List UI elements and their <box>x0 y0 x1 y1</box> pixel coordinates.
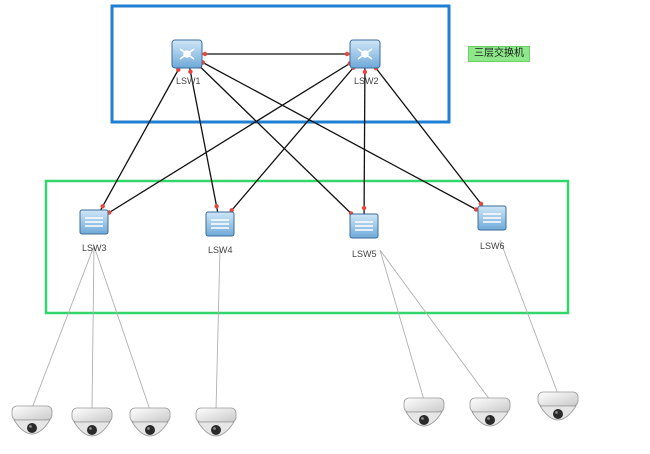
trunk-link-lsw2-lsw6 <box>364 53 493 219</box>
camera-cam1[interactable] <box>11 405 53 435</box>
port-dot <box>202 51 208 57</box>
lsw1-label: LSW1 <box>176 76 201 86</box>
camera-mount <box>195 407 237 423</box>
camera-link-cam7 <box>499 239 559 395</box>
port-dots <box>100 51 484 216</box>
trunk-link-lsw1-lsw6 <box>186 53 493 219</box>
lsw4-label: LSW4 <box>208 245 233 255</box>
trunk-link-lsw2-lsw4 <box>219 53 366 225</box>
camera-link-cam1 <box>31 245 95 409</box>
camera-lens-icon <box>211 425 221 435</box>
camera-mount <box>403 397 445 413</box>
core-switch-icon <box>179 48 195 60</box>
lsw5-label: LSW5 <box>352 249 377 259</box>
camera-cam3[interactable] <box>129 407 171 437</box>
camera-link-cam4 <box>215 247 221 411</box>
trunk-link-lsw1-lsw5 <box>186 53 365 227</box>
camera-lens-icon <box>27 423 37 433</box>
camera-cam2[interactable] <box>71 407 113 437</box>
port-dot <box>478 201 484 206</box>
port-dot <box>176 67 181 72</box>
port-dot <box>100 204 105 209</box>
trunk-link-lsw2-lsw5 <box>363 53 366 227</box>
core-switch-icon <box>357 48 373 60</box>
trunk-links <box>93 53 493 227</box>
access-switch-lsw4[interactable]: LSW4 <box>205 211 235 255</box>
core-switch-lsw2[interactable]: LSW2 <box>349 39 381 86</box>
trunk-link-lsw2-lsw3 <box>93 53 366 223</box>
camera-lens-icon <box>419 415 429 425</box>
port-dot <box>188 69 193 74</box>
camera-lens-icon <box>87 425 97 435</box>
camera-mount <box>71 407 113 423</box>
camera-cam4[interactable] <box>195 407 237 437</box>
lsw3-label: LSW3 <box>82 243 107 253</box>
camera-group <box>11 391 579 437</box>
camera-links <box>31 239 559 411</box>
access-switch-icon <box>355 221 373 231</box>
lsw2-label: LSW2 <box>354 76 379 86</box>
camera-lens-glint <box>89 427 92 430</box>
camera-mount <box>537 391 579 407</box>
camera-link-cam3 <box>93 245 151 411</box>
port-dot <box>214 204 219 209</box>
camera-link-cam2 <box>91 245 95 411</box>
access-layer-box <box>44 179 570 315</box>
trunk-link-lsw1-lsw4 <box>186 53 221 225</box>
core-layer-box <box>110 4 451 124</box>
camera-lens-glint <box>147 427 150 430</box>
lsw6-label: LSW6 <box>480 241 505 251</box>
camera-lens-glint <box>421 417 424 420</box>
camera-link-cam5 <box>379 249 425 401</box>
core-switch-lsw1[interactable]: LSW1 <box>171 39 203 86</box>
access-switch-lsw3[interactable]: LSW3 <box>79 209 109 253</box>
port-dot <box>362 69 368 75</box>
camera-cam7[interactable] <box>537 391 579 421</box>
camera-lens-glint <box>555 411 558 414</box>
port-dot <box>361 205 367 211</box>
camera-lens-glint <box>29 425 32 428</box>
port-dot <box>229 208 234 213</box>
camera-cam5[interactable] <box>403 397 445 427</box>
layer3-switch-label: 三层交换机 <box>468 46 530 62</box>
access-switch-icon <box>85 217 103 227</box>
camera-lens-icon <box>485 415 495 425</box>
camera-mount <box>469 397 511 413</box>
camera-lens-glint <box>487 417 490 420</box>
access-switch-lsw6[interactable]: LSW6 <box>477 205 507 251</box>
camera-lens-icon <box>553 409 563 419</box>
camera-link-cam6 <box>379 249 491 401</box>
camera-lens-glint <box>213 427 216 430</box>
camera-mount <box>129 407 171 423</box>
port-dot <box>344 51 350 57</box>
access-switch-lsw5[interactable]: LSW5 <box>349 213 379 259</box>
camera-mount <box>11 405 53 421</box>
camera-cam6[interactable] <box>469 397 511 427</box>
port-dot <box>473 207 479 212</box>
trunk-link-lsw1-lsw3 <box>93 53 188 223</box>
camera-lens-icon <box>145 425 155 435</box>
access-switch-icon <box>483 213 501 223</box>
access-switch-icon <box>211 219 229 229</box>
